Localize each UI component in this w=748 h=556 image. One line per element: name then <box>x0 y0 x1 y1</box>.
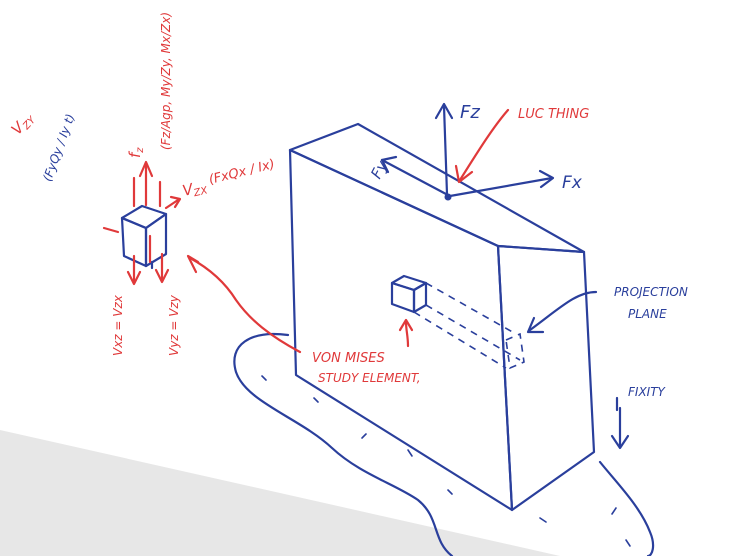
projection-label-line2: PLANE <box>628 307 667 321</box>
projection-leader-head <box>526 316 545 334</box>
study-element-side <box>412 281 428 314</box>
von-mises-head-element <box>398 318 414 332</box>
projection-line-low <box>413 311 507 369</box>
fx-label: Fx <box>562 173 583 193</box>
vzy-label: VZY <box>8 108 39 139</box>
von-mises-head-cube <box>186 254 200 274</box>
vzx-label: VZX <box>181 176 210 201</box>
projection-line-top <box>425 282 517 335</box>
fixity-ground-outline <box>233 332 655 556</box>
projection-leader <box>528 290 598 332</box>
vzx-expression: (FxQx / Ix) <box>207 157 276 188</box>
study-element-top <box>390 274 428 292</box>
ground-speckles <box>261 375 631 547</box>
fz-element-expression: (Fz/Agp, My/Zy, Mx/Zx) <box>159 12 173 150</box>
vzy-expression: (FyQy / Iy t) <box>40 112 77 183</box>
fy-arrow-shaft <box>380 158 448 196</box>
vzx-side-arrow <box>169 195 182 209</box>
fz-label: Fz <box>460 102 480 123</box>
stress-cube-side <box>144 212 168 268</box>
luc-thing-arrowhead <box>454 164 474 184</box>
fz-arrow-head <box>434 102 454 120</box>
fixity-arrow-head <box>610 434 630 450</box>
fy-arrow-head <box>380 155 398 174</box>
vyz-down-head <box>154 268 170 284</box>
paper-shadow <box>0 430 560 556</box>
projection-label-line1: PROJECTION <box>614 285 688 299</box>
von-mises-leader-cube <box>188 256 302 354</box>
luc-thing-label: LUC THING <box>518 107 589 122</box>
vxz-down-head <box>126 270 142 286</box>
projection-line-bottom <box>425 304 521 361</box>
von-mises-label-line2: STUDY ELEMENT, <box>318 371 421 385</box>
fz-stress-arrow-head <box>138 160 154 178</box>
von-mises-leader-element <box>404 320 410 348</box>
stress-cube-top <box>120 204 168 230</box>
vyz-equation: Vyz = Vzy <box>167 294 181 356</box>
vxz-equation: Vxz = Vzx <box>111 294 125 356</box>
fz-arrow-shaft <box>442 104 449 196</box>
fy-label: Fy <box>367 157 392 182</box>
block-side-face <box>496 244 596 512</box>
projection-plane <box>505 332 525 370</box>
fx-arrow-head <box>538 169 555 189</box>
luc-thing-leader <box>458 108 510 182</box>
vzx-side-tick <box>164 198 180 210</box>
von-mises-label-line1: VON MISES <box>312 351 385 366</box>
fixity-label: FIXITY <box>628 385 667 399</box>
fz-element-label: fz <box>126 147 146 158</box>
left-stress-tick <box>102 226 120 234</box>
fx-arrow-shaft <box>448 176 554 198</box>
